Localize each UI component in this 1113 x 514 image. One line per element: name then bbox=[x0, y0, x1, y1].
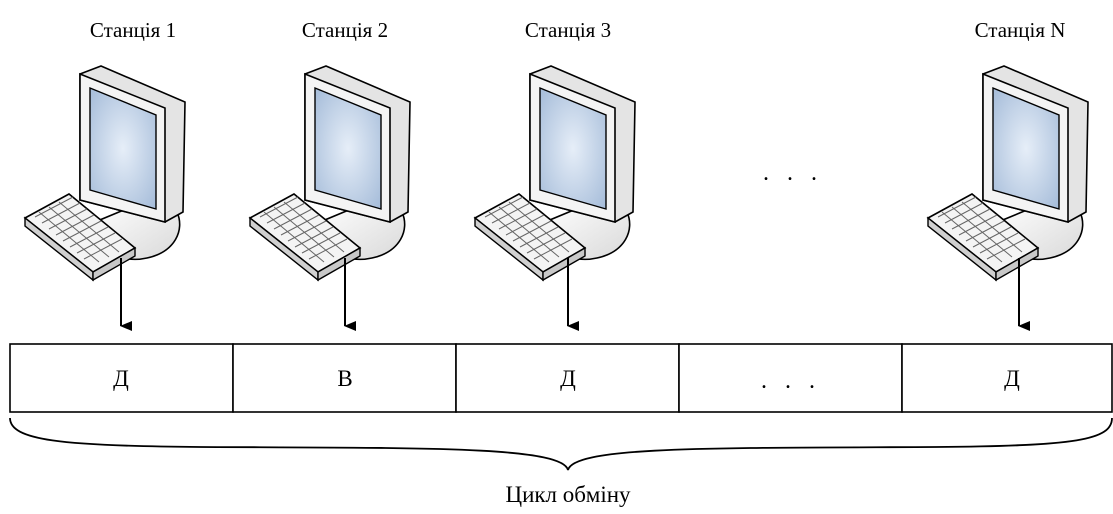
frame-slot bbox=[678, 343, 903, 413]
station-label-n: Станція N bbox=[975, 18, 1066, 42]
station-label-2: Станція 2 bbox=[302, 18, 388, 42]
frame-slot bbox=[232, 343, 457, 413]
brace-icon bbox=[9, 417, 1113, 471]
computer-icon bbox=[249, 65, 411, 281]
frame-slot-label: Д bbox=[560, 366, 576, 391]
computer-icon bbox=[24, 65, 186, 281]
frame-slot bbox=[9, 343, 234, 413]
stations-ellipsis: . . . bbox=[763, 160, 823, 186]
frame-slot bbox=[901, 343, 1113, 413]
station-label-1: Станція 1 bbox=[90, 18, 176, 42]
computer-icon bbox=[474, 65, 636, 281]
frame-slot-label: Д bbox=[113, 366, 129, 391]
station-label-3: Станція 3 bbox=[525, 18, 611, 42]
frame-slot-label: В bbox=[337, 366, 352, 391]
exchange-frame: Д В Д . . . Д bbox=[9, 343, 1113, 413]
frame-slot-label: Д bbox=[1004, 366, 1020, 391]
frame-slot bbox=[455, 343, 680, 413]
frame-slot-label: . . . bbox=[761, 368, 821, 394]
computer-icon bbox=[927, 65, 1089, 281]
cycle-caption: Цикл обміну bbox=[505, 482, 631, 507]
